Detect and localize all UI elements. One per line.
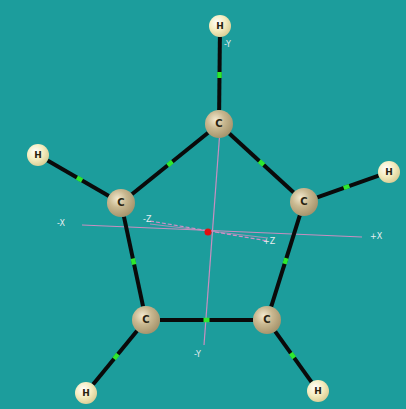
bond-line <box>317 176 378 198</box>
hydrogen-atom: H <box>307 380 329 402</box>
atom-symbol: C <box>142 315 149 325</box>
bond-line <box>229 133 293 192</box>
y-axis <box>204 130 220 345</box>
bond-midpoint <box>259 161 263 165</box>
z-axis <box>150 221 268 241</box>
bond-line <box>93 331 137 385</box>
atom-symbol: C <box>263 315 270 325</box>
atom-symbol: C <box>117 198 124 208</box>
atom-symbol: H <box>216 22 224 31</box>
bond-midpoint <box>344 186 350 188</box>
carbon-atom: C <box>290 188 318 216</box>
bond-midpoint <box>285 258 287 264</box>
bond-midpoint <box>168 162 173 166</box>
carbon-atom: C <box>253 306 281 334</box>
bond-line <box>219 37 221 110</box>
bond-midpoint <box>77 177 82 180</box>
bond-line <box>124 217 143 307</box>
atom-symbol: C <box>300 197 307 207</box>
z-axis-guide <box>150 224 268 238</box>
hydrogen-atom: H <box>75 382 97 404</box>
atom-symbol: H <box>82 389 90 398</box>
bond-line <box>48 161 109 196</box>
bond-midpoint <box>291 353 295 358</box>
atom-symbol: C <box>215 119 222 129</box>
bond-midpoint <box>114 354 118 359</box>
carbon-atom: C <box>107 189 135 217</box>
axis-label: +Z <box>263 238 275 246</box>
hydrogen-atom: H <box>209 15 231 37</box>
x-axis <box>82 225 362 237</box>
hydrogen-atom: H <box>27 144 49 166</box>
atom-symbol: H <box>385 168 393 177</box>
axis-label: -X <box>57 220 65 228</box>
axis-label: -Z <box>143 216 151 224</box>
bond-midpoint <box>204 318 210 323</box>
carbon-atom: C <box>132 306 160 334</box>
bond-line <box>275 331 311 382</box>
origin-dot <box>205 229 212 236</box>
atom-symbol: H <box>34 151 42 160</box>
axis-label: -Y <box>194 351 201 359</box>
atom-symbol: H <box>314 387 322 396</box>
axis-label: +X <box>370 233 382 241</box>
axis-label: -Y <box>224 41 231 49</box>
bond-line <box>160 320 253 321</box>
bond-midpoint <box>217 72 222 78</box>
carbon-atom: C <box>205 110 233 138</box>
bond-line <box>132 133 208 194</box>
hydrogen-atom: H <box>378 161 400 183</box>
bond-midpoint <box>133 259 134 265</box>
bond-line <box>271 215 300 306</box>
